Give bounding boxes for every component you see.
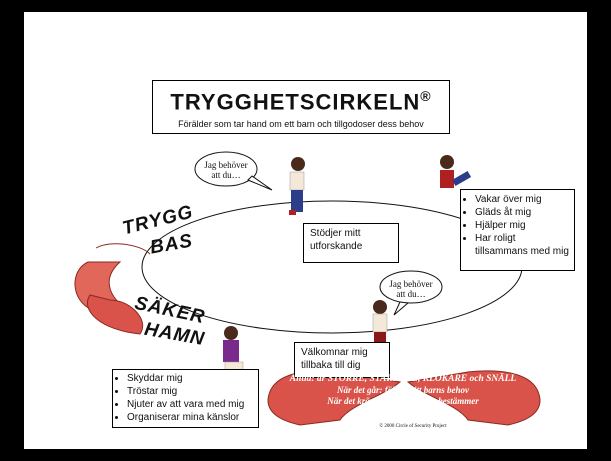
list-item: Har roligt tillsammans med mig	[475, 232, 571, 258]
speech-bubble-right	[379, 270, 443, 304]
speech-bubble-right-text: Jag behöver att du…	[389, 279, 433, 299]
child-kicking-right	[440, 155, 472, 188]
box-stodjer: Stödjer mitt utforskande	[303, 223, 399, 263]
bottom-hands-illustration	[267, 370, 541, 426]
list-item: Organiserar mina känslor	[127, 411, 255, 424]
box-valkomnar: Välkomnar mig tillbaka till dig	[294, 342, 390, 378]
speech-bubble-top-text: Jag behöver att du…	[204, 160, 248, 180]
speech-bubble-top	[194, 151, 258, 187]
list-item: Tröstar mig	[127, 385, 255, 398]
left-hand-illustration	[74, 243, 151, 335]
box-right-list: Vakar över mig Gläds åt mig Hjälper mig …	[460, 189, 575, 271]
registered-mark: ®	[420, 88, 432, 104]
copyright: © 2000 Circle of Security Project	[379, 424, 447, 429]
subtitle: Förälder som tar hand om ett barn och ti…	[178, 119, 424, 130]
always-text: Alltid: är STÖRRE, STARKARE, KLOKARE och…	[289, 374, 517, 406]
child-sitting-left	[223, 326, 244, 373]
list-item: Vakar över mig	[475, 193, 571, 206]
box-left-list: Skyddar mig Tröstar mig Njuter av att va…	[112, 369, 259, 428]
list-item: Hjälper mig	[475, 219, 571, 232]
list-item: Skyddar mig	[127, 372, 255, 385]
page-title: TRYGGHETSCIRKELN	[170, 89, 421, 115]
title-box: TRYGGHETSCIRKELN® Förälder som tar hand …	[152, 80, 450, 134]
child-walking-top	[289, 157, 305, 215]
list-item: Gläds åt mig	[475, 206, 571, 219]
list-item: Njuter av att vara med mig	[127, 398, 255, 411]
